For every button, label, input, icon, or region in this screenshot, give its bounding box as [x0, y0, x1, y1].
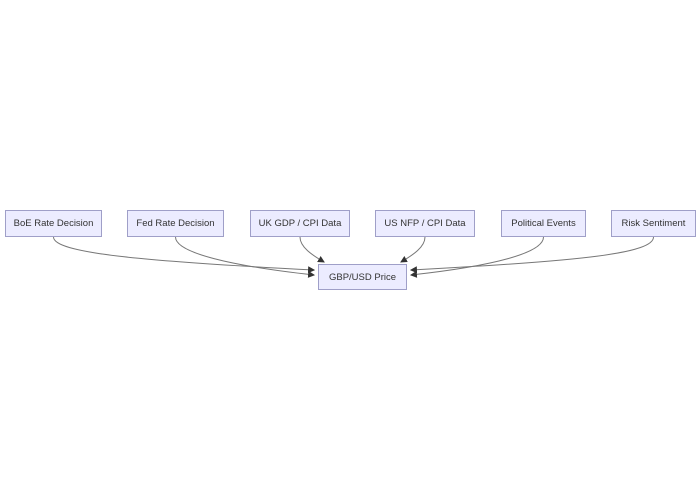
- node-label: Fed Rate Decision: [136, 218, 215, 229]
- node-label: BoE Rate Decision: [13, 218, 94, 229]
- edge-political-to-gbpusd: [409, 236, 544, 278]
- node-fed-rate-decision: Fed Rate Decision: [127, 210, 224, 237]
- node-us-nfp-cpi-data: US NFP / CPI Data: [375, 210, 475, 237]
- node-gbpusd-price: GBP/USD Price: [318, 264, 407, 290]
- node-label: US NFP / CPI Data: [384, 218, 466, 229]
- edge-risk-to-gbpusd: [409, 236, 654, 274]
- node-label: Risk Sentiment: [621, 218, 686, 229]
- edge-ukdata-to-gbpusd: [299, 236, 325, 263]
- node-uk-gdp-cpi-data: UK GDP / CPI Data: [250, 210, 350, 237]
- node-label: Political Events: [511, 218, 576, 229]
- edge-usdata-to-gbpusd: [400, 236, 426, 263]
- node-risk-sentiment: Risk Sentiment: [611, 210, 696, 237]
- node-label: UK GDP / CPI Data: [258, 218, 342, 229]
- edge-boe-to-gbpusd: [53, 236, 316, 274]
- node-political-events: Political Events: [501, 210, 586, 237]
- node-label: GBP/USD Price: [328, 271, 397, 283]
- node-boe-rate-decision: BoE Rate Decision: [5, 210, 102, 237]
- edge-fed-to-gbpusd: [175, 236, 316, 278]
